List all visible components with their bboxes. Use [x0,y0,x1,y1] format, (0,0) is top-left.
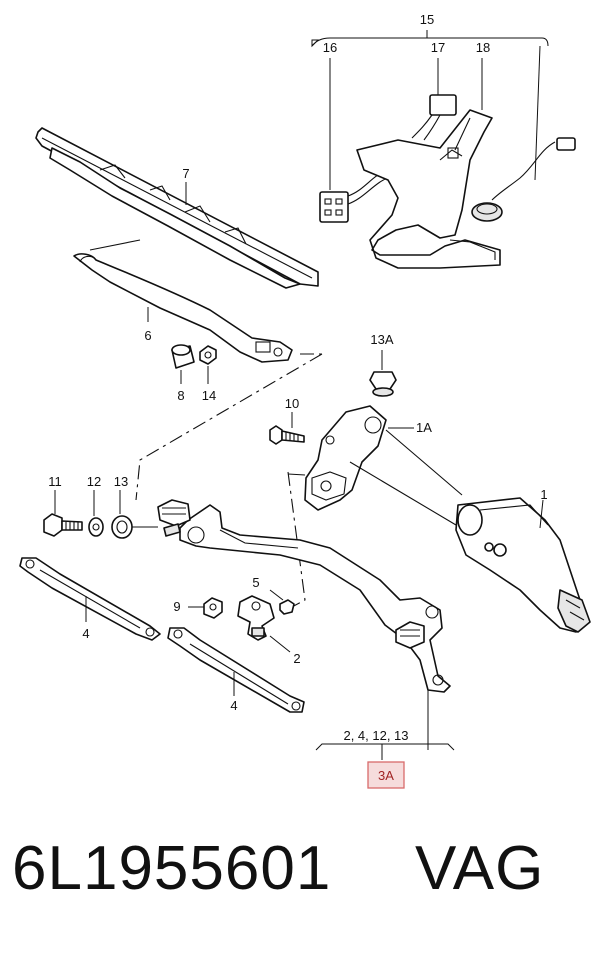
label-1: 1 [540,487,547,502]
label-3a[interactable]: 3A [378,768,394,783]
label-15: 15 [420,12,434,27]
crank-2 [237,595,291,653]
label-11: 11 [48,474,62,489]
mount-bracket-1a [287,405,414,511]
drive-shaft-right [395,621,425,649]
label-13: 13 [114,474,128,489]
label-5: 5 [252,575,259,590]
wiper-motor-1 [349,429,591,633]
linkage-frame [179,504,451,693]
bolt-10 [269,412,305,445]
label-18: 18 [476,40,490,55]
wiper-arm-6 [73,239,293,363]
wiper-blade-7 [35,127,319,289]
link-rod-4-lower [167,627,305,713]
group-15-bracket [311,30,576,269]
part-number: 6L1955601 [12,834,332,903]
label-10: 10 [285,396,299,411]
brand-name: VAG [415,834,545,903]
washer-8 [171,344,195,384]
label-17: 17 [431,40,445,55]
label-13a: 13A [370,332,393,347]
label-1a: 1A [416,420,432,435]
label-14: 14 [202,388,216,403]
link-rod-4-upper [19,557,161,641]
connector-17 [429,94,457,116]
label-8: 8 [177,388,184,403]
label-7: 7 [182,166,189,181]
label-group-2-4-12-13: 2, 4, 12, 13 [343,728,408,743]
label-12: 12 [87,474,101,489]
assembly-line-b [287,471,306,609]
label-4-lower: 4 [230,698,237,713]
sensor-disc [471,202,503,222]
rubber-plug-13a [369,350,397,397]
group-bracket-3a [315,690,455,789]
label-4-upper: 4 [82,626,89,641]
label-2: 2 [293,651,300,666]
washer-12 [88,490,104,537]
label-6: 6 [144,328,151,343]
bush-13 [111,490,158,539]
diagram-canvas: 15 16 17 18 7 6 8 14 13A 1A 10 11 12 13 … [19,12,591,789]
connector-16 [319,191,349,223]
bolt-11 [43,490,83,537]
drive-shaft-left [157,499,191,537]
assembly-line-a [135,353,323,501]
label-9: 9 [173,599,180,614]
nut-9 [188,597,223,619]
washer-5 [269,589,295,615]
highlight-box-3a[interactable] [367,761,405,789]
bracket-18 [356,109,501,269]
label-16: 16 [323,40,337,55]
nut-14 [199,345,217,384]
